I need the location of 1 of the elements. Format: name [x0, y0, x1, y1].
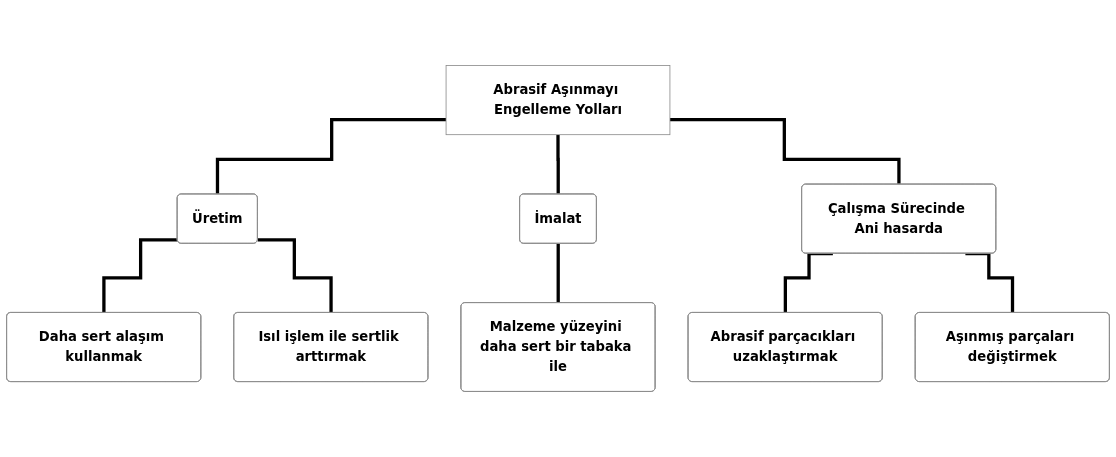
node-box: Abrasif Aşınmayı Engelleme Yolları	[445, 65, 671, 136]
